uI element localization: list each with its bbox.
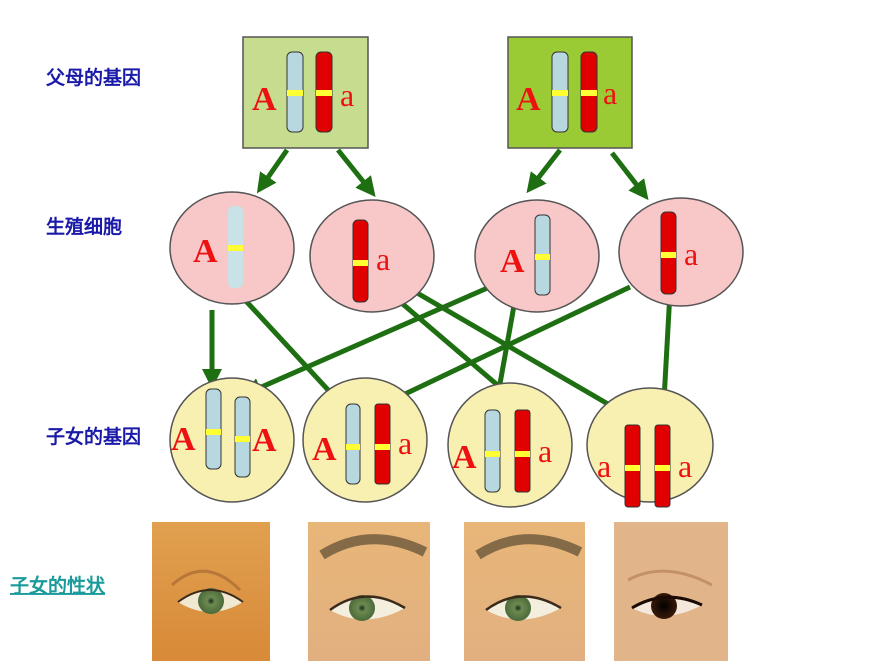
gamete-4: a xyxy=(618,197,744,307)
child-allele-left: A xyxy=(312,431,337,468)
child-2: A a xyxy=(302,377,428,503)
eye-photo-3 xyxy=(464,522,585,661)
label-children-genes: 子女的基因 xyxy=(46,425,141,448)
child-allele-left: A xyxy=(171,421,196,458)
child-allele-left: A xyxy=(452,439,477,476)
gamete-allele: a xyxy=(684,236,698,272)
arrow xyxy=(526,148,562,194)
child-3: A a xyxy=(447,382,573,508)
label-parents-genes: 父母的基因 xyxy=(45,66,141,89)
green-iris xyxy=(349,595,375,621)
gamete-1: A xyxy=(169,191,295,305)
gamete-allele: A xyxy=(193,233,218,270)
arrow xyxy=(243,298,349,412)
arrows xyxy=(202,148,674,427)
parent-2-allele-right: a xyxy=(603,75,617,111)
child-allele-right: a xyxy=(538,433,552,469)
child-allele-right: a xyxy=(398,425,412,461)
eyebrow xyxy=(475,534,583,560)
child-allele-left: a xyxy=(597,448,611,484)
child-allele-right: A xyxy=(252,422,277,459)
arrow xyxy=(375,284,632,409)
green-iris xyxy=(198,588,224,614)
gamete-allele: A xyxy=(500,243,525,280)
arrow xyxy=(610,151,649,201)
gamete-3: A xyxy=(474,199,600,313)
child-allele-right: a xyxy=(678,448,692,484)
label-gametes: 生殖细胞 xyxy=(46,215,122,238)
eyebrow xyxy=(319,534,428,560)
arrow xyxy=(256,148,290,194)
eye-photo-4 xyxy=(614,522,728,661)
label-children-traits-link[interactable]: 子女的性状 xyxy=(10,574,106,597)
parent-1: A a xyxy=(242,36,369,149)
eye-photo-2 xyxy=(308,522,430,661)
parent-1-allele-right: a xyxy=(340,77,354,113)
eye-photo-1 xyxy=(152,522,270,661)
parent-2-allele-left: A xyxy=(516,81,541,118)
green-iris xyxy=(505,595,531,621)
gamete-2: a xyxy=(309,199,435,313)
arrow xyxy=(410,287,640,423)
parent-1-allele-left: A xyxy=(252,81,277,118)
child-4: a a xyxy=(586,387,714,508)
arrow xyxy=(336,148,376,198)
arrow xyxy=(241,283,494,397)
gamete-allele: a xyxy=(376,241,390,277)
child-1: A A xyxy=(169,377,295,503)
parent-2: A a xyxy=(507,36,633,149)
